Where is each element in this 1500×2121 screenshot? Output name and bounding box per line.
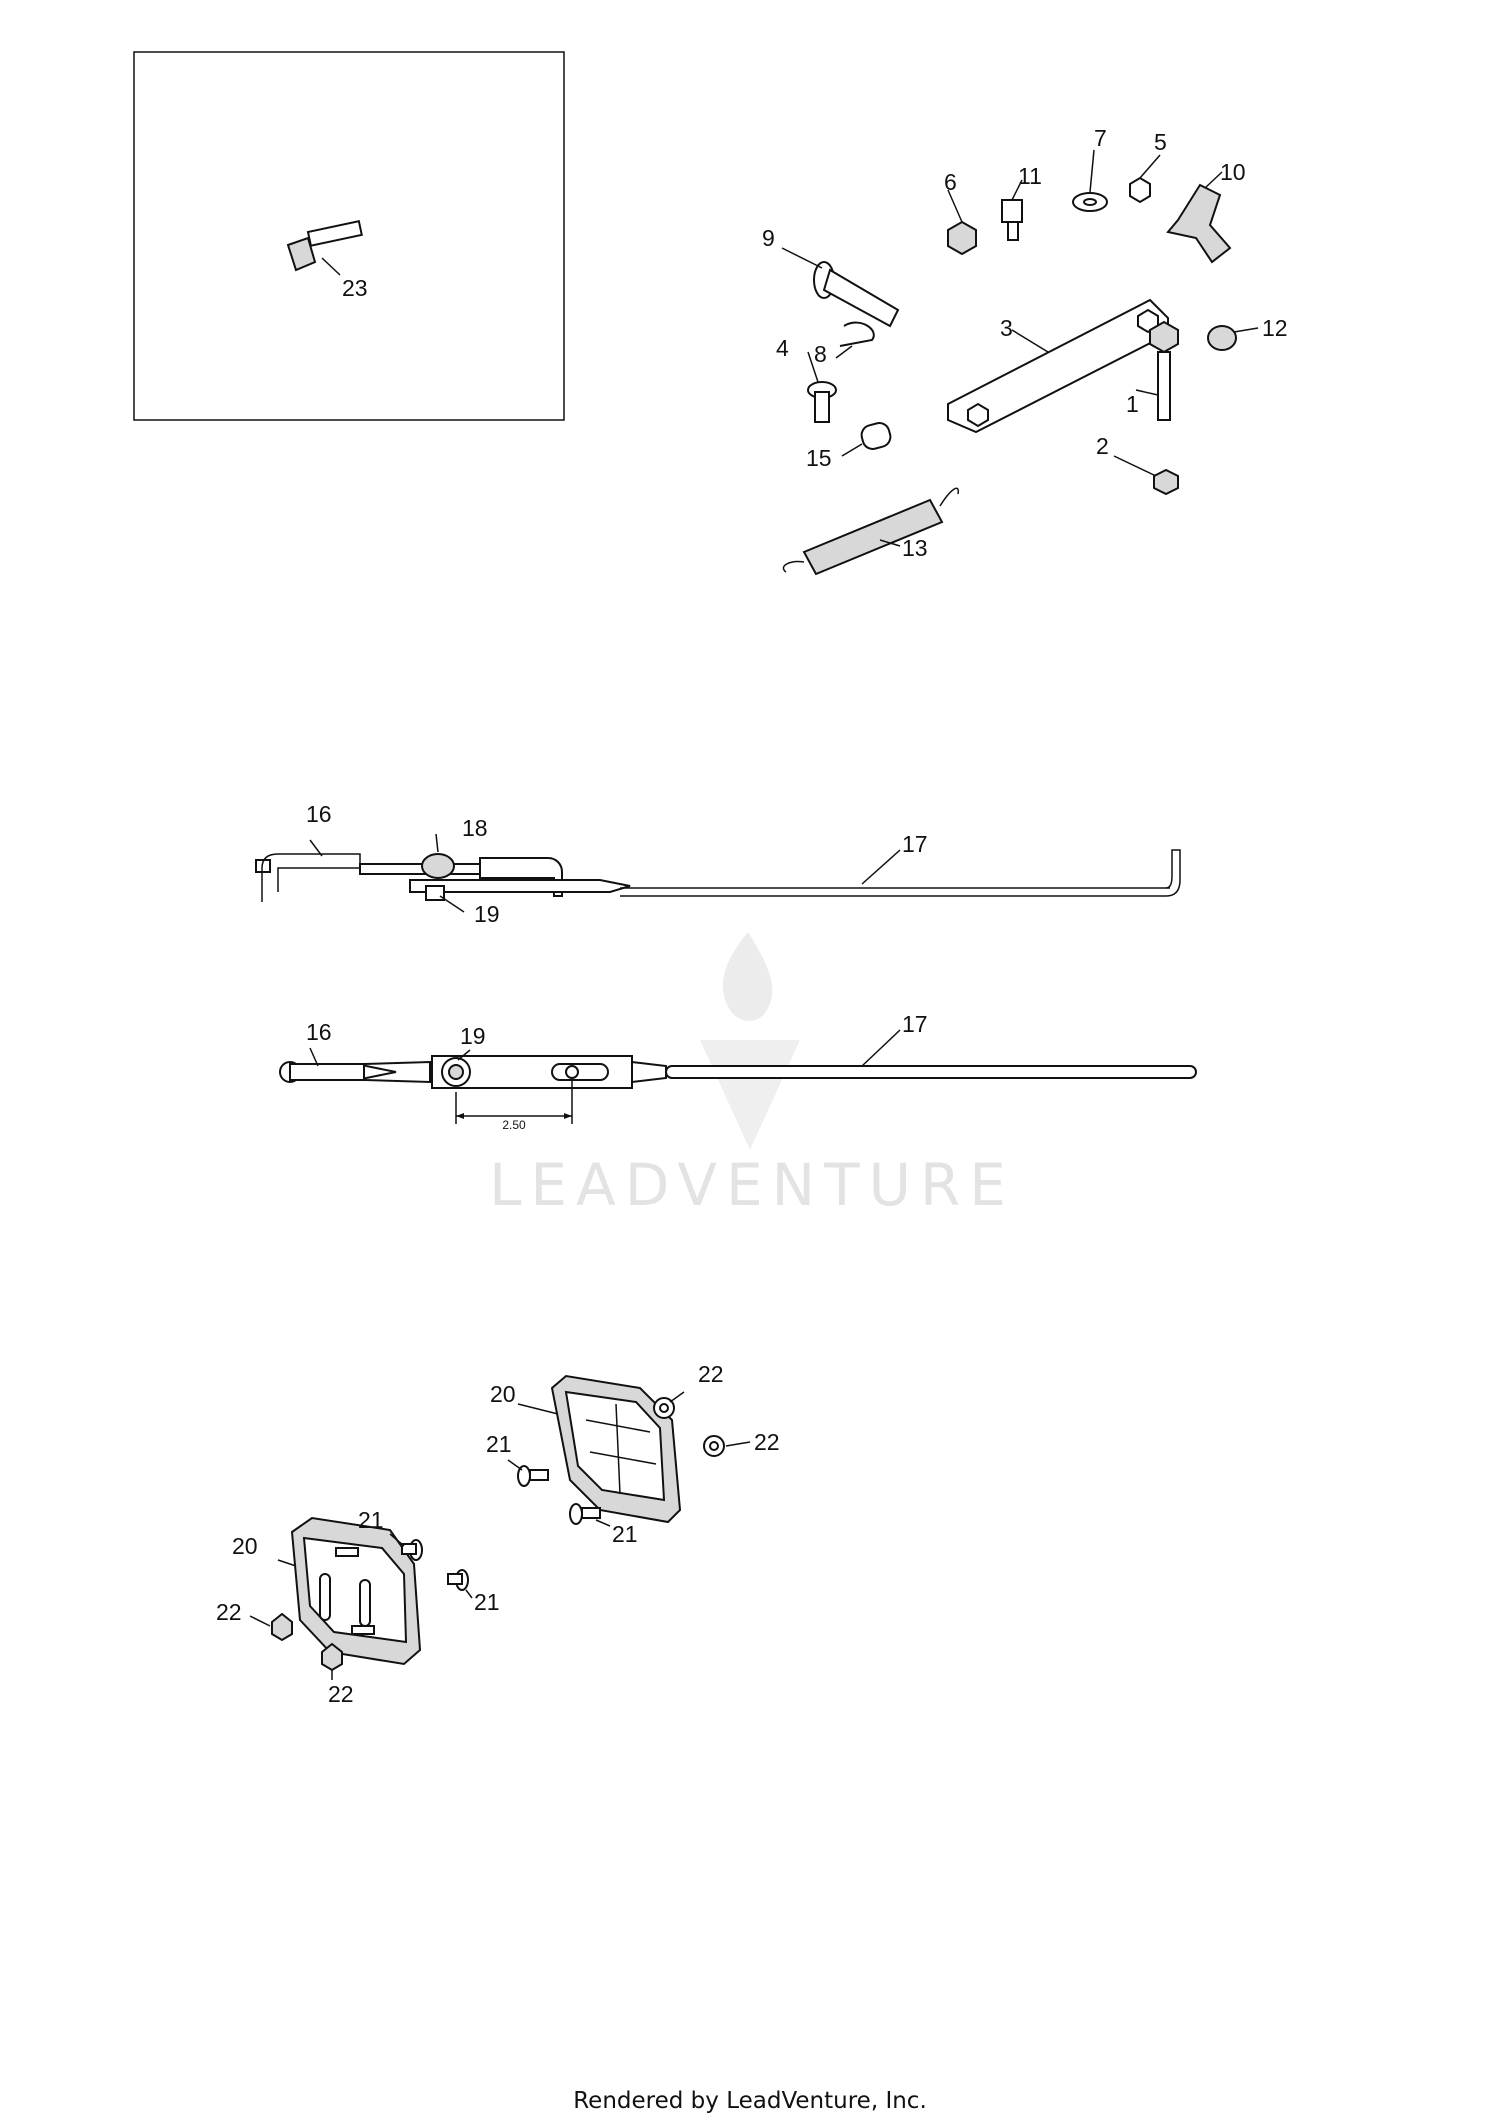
skid-shoe-group: 20 20 21 21 21 21 22 22 22 22 bbox=[216, 1361, 780, 1707]
hardware-group: 1 2 3 4 5 6 7 8 9 10 11 12 13 15 bbox=[762, 125, 1288, 576]
part-22-nut-icon bbox=[271, 1397, 725, 1672]
callout-11: 11 bbox=[1018, 163, 1042, 189]
part-11-bolt-icon bbox=[1001, 179, 1023, 241]
watermark-text: LEADVENTURE bbox=[489, 1151, 1015, 1219]
part-6-nut-icon bbox=[947, 189, 977, 256]
rod-assembly-top-view: 2.50 16 17 19 bbox=[279, 1011, 1197, 1132]
callout-22-a: 22 bbox=[698, 1361, 724, 1387]
callout-21-a: 21 bbox=[486, 1431, 512, 1457]
callout-20-upper: 20 bbox=[490, 1381, 516, 1407]
callout-19-side: 19 bbox=[474, 901, 500, 927]
callout-21-b: 21 bbox=[612, 1521, 638, 1547]
part-21-bolt-icon bbox=[401, 1465, 601, 1591]
part-12-nut-icon bbox=[1207, 325, 1259, 351]
callout-22-c: 22 bbox=[216, 1599, 242, 1625]
part-4-bolt-icon bbox=[807, 351, 837, 423]
part-8-hairpin-icon bbox=[835, 321, 875, 359]
part-1-bolt-icon bbox=[1135, 320, 1179, 421]
callout-18: 18 bbox=[462, 815, 488, 841]
callout-7: 7 bbox=[1094, 125, 1107, 151]
callout-20-lower: 20 bbox=[232, 1533, 258, 1559]
callout-17-side: 17 bbox=[902, 831, 928, 857]
callout-8: 8 bbox=[814, 341, 827, 367]
callout-21-d: 21 bbox=[474, 1589, 500, 1615]
callout-3: 3 bbox=[1000, 315, 1013, 341]
part-23-key-icon bbox=[286, 220, 363, 276]
part-9-pin-icon bbox=[781, 247, 900, 328]
callout-6: 6 bbox=[944, 169, 957, 195]
flame-logo-icon bbox=[700, 932, 800, 1150]
callout-17-top: 17 bbox=[902, 1011, 928, 1037]
callout-13: 13 bbox=[902, 535, 928, 561]
callout-22-d: 22 bbox=[328, 1681, 354, 1707]
dimension-2-50: 2.50 bbox=[502, 1118, 526, 1132]
callout-2: 2 bbox=[1096, 433, 1109, 459]
inset-box: 23 bbox=[133, 51, 565, 421]
part-2-nut-icon bbox=[1113, 455, 1179, 496]
callout-16-side: 16 bbox=[306, 801, 332, 827]
callout-22-b: 22 bbox=[754, 1429, 780, 1455]
part-15-spacer-icon bbox=[841, 422, 892, 457]
callout-23: 23 bbox=[342, 275, 368, 301]
part-7-washer-icon bbox=[1072, 149, 1108, 212]
part-20-skid-shoe-upper-icon bbox=[550, 1374, 682, 1524]
callout-21-c: 21 bbox=[358, 1507, 384, 1533]
part-13-spring-icon bbox=[782, 487, 959, 576]
callout-4: 4 bbox=[776, 335, 789, 361]
part-20-skid-shoe-lower-icon bbox=[290, 1516, 422, 1666]
callout-19-top: 19 bbox=[460, 1023, 486, 1049]
callout-10: 10 bbox=[1220, 159, 1246, 185]
callout-5: 5 bbox=[1154, 129, 1167, 155]
footer-credit: Rendered by LeadVenture, Inc. bbox=[573, 2088, 927, 2114]
part-10-knob-icon bbox=[1166, 171, 1232, 264]
rod-assembly-side-view: 16 17 18 19 bbox=[255, 801, 1181, 927]
callout-16-top: 16 bbox=[306, 1019, 332, 1045]
part-5-nut-icon bbox=[1129, 154, 1161, 204]
callout-9: 9 bbox=[762, 225, 775, 251]
callout-12: 12 bbox=[1262, 315, 1288, 341]
callout-1: 1 bbox=[1126, 391, 1139, 417]
callout-15: 15 bbox=[806, 445, 832, 471]
